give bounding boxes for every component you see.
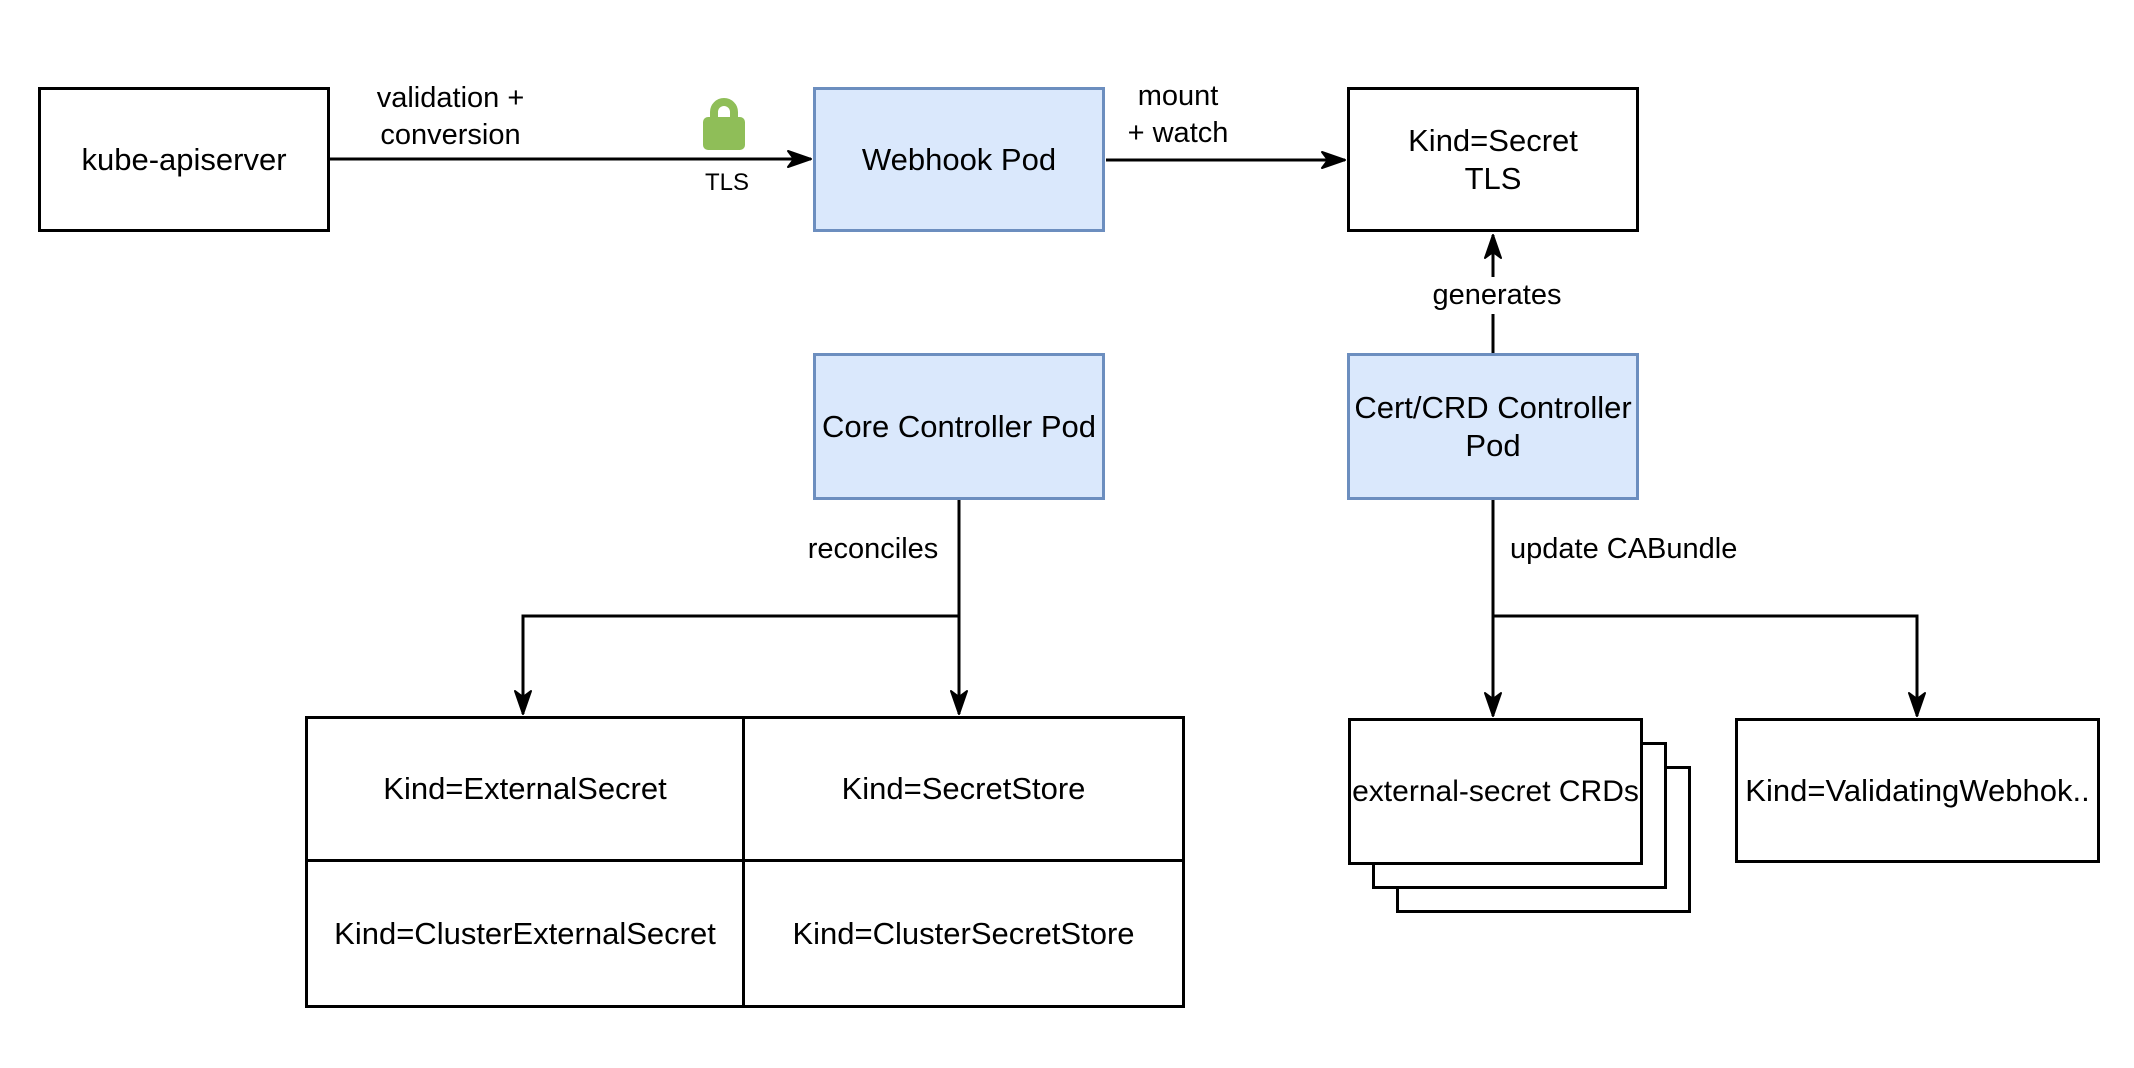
cell-label: Kind=SecretStore: [841, 771, 1086, 806]
edge-label-mount-watch: mount + watch: [1103, 78, 1253, 152]
label-line: reconciles: [807, 533, 939, 565]
grid-cell-secretstore: Kind=SecretStore: [745, 719, 1182, 862]
arrow-cabundle-right: [1493, 614, 1926, 717]
node-cert-crd-controller-pod: Cert/CRD Controller Pod: [1347, 353, 1639, 500]
label-line: TLS: [704, 169, 749, 196]
edge-label-generates: generates: [1418, 277, 1576, 314]
grid-cell-externalsecret: Kind=ExternalSecret: [308, 719, 745, 862]
node-label: Core Controller Pod: [822, 408, 1096, 444]
label-line: mount: [1137, 80, 1219, 112]
cell-label: Kind=ClusterSecretStore: [792, 915, 1135, 951]
node-kube-apiserver: kube-apiserver: [38, 87, 330, 232]
node-label: kube-apiserver: [81, 141, 287, 177]
node-core-controller-pod: Core Controller Pod: [813, 353, 1105, 500]
node-label: Webhook Pod: [861, 141, 1057, 177]
node-webhook-pod: Webhook Pod: [813, 87, 1105, 232]
cell-label: Kind=ExternalSecret: [383, 771, 667, 806]
label-line: validation +: [376, 82, 525, 114]
label-line: conversion: [380, 119, 521, 151]
arrow-reconciles-left: [514, 614, 959, 715]
node-kind-secret-tls: Kind=Secret TLS: [1347, 87, 1639, 232]
node-crd-kinds-grid: Kind=ExternalSecret Kind=SecretStore Kin…: [305, 716, 1185, 1008]
node-external-secret-crds: external-secret CRDs: [1348, 718, 1643, 865]
label-line: generates: [1432, 279, 1562, 311]
cell-label: Kind=ClusterExternalSecret: [334, 915, 716, 951]
node-label-line: Pod: [1465, 427, 1521, 463]
node-label: external-secret CRDs: [1352, 774, 1639, 808]
label-line: + watch: [1127, 117, 1229, 149]
edge-label-update-cabundle: update CABundle: [1510, 531, 1738, 568]
label-line: update CABundle: [1510, 533, 1738, 565]
node-label-line: Cert/CRD Controller: [1354, 389, 1632, 425]
lock-icon: [699, 90, 749, 159]
grid-cell-clusterexternalsecret: Kind=ClusterExternalSecret: [308, 862, 745, 1005]
edge-label-tls: TLS: [680, 164, 774, 201]
edge-label-reconciles: reconciles: [803, 531, 943, 568]
node-validating-webhook: Kind=ValidatingWebhok..: [1735, 718, 2100, 863]
grid-cell-clustersecretstore: Kind=ClusterSecretStore: [745, 862, 1182, 1005]
edge-label-validation-conversion: validation + conversion: [348, 80, 553, 154]
node-label-line: TLS: [1464, 160, 1522, 196]
node-label: Kind=ValidatingWebhok..: [1745, 772, 2090, 808]
node-label-line: Kind=Secret: [1408, 122, 1578, 158]
